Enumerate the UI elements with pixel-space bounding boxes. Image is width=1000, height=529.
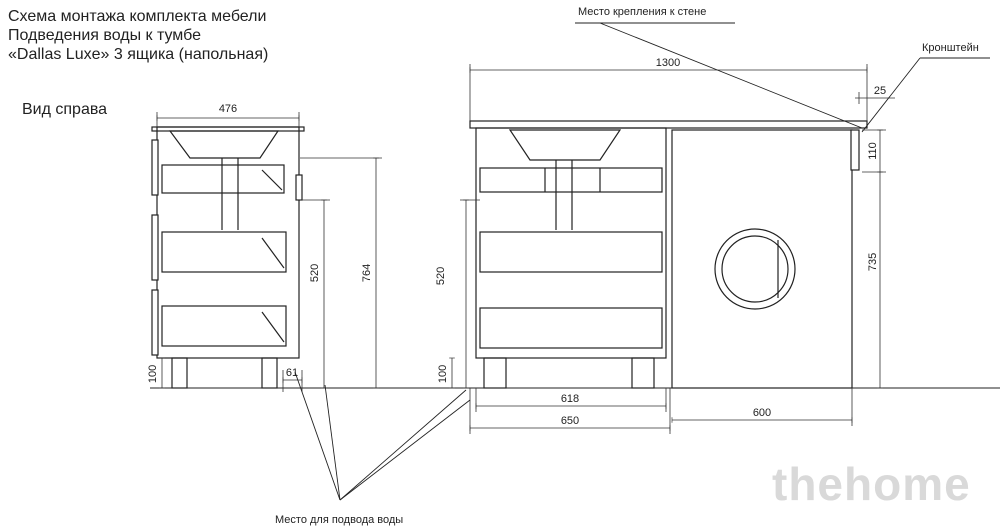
dim-bracket-height: 110 [867,142,879,160]
water-supply-label: Место для подвода воды [275,514,404,526]
dim-side-water-offset: 61 [286,367,298,379]
dim-washer-height: 735 [867,253,879,271]
title-line-2: Подведения воды к тумбе [8,27,201,44]
side-view-label: Вид справа [22,101,108,118]
dim-total-width: 1300 [656,57,680,69]
dim-front-water-height: 520 [435,267,447,285]
title-line-3: «Dallas Luxe» 3 ящика (напольная) [8,46,269,63]
front-view-cabinet [469,120,868,389]
bracket-label: Кронштейн [922,42,979,54]
dim-cabinet-width: 650 [561,415,579,427]
wall-mount-label: Место крепления к стене [578,6,707,18]
dim-side-width: 476 [219,103,237,115]
title-line-1: Схема монтажа комплекта мебели [8,8,267,25]
side-view-cabinet [151,126,305,389]
dim-front-leg-height: 100 [437,365,449,383]
dim-washer-width: 600 [753,407,771,419]
watermark: thehome [772,458,971,510]
leader-lines [294,22,990,501]
dim-side-leg-height: 100 [147,365,159,383]
dim-side-water-height: 520 [309,264,321,282]
dim-bracket-offset: 25 [874,85,886,97]
dim-side-height: 764 [361,264,373,282]
dim-cabinet-inner-width: 618 [561,393,579,405]
